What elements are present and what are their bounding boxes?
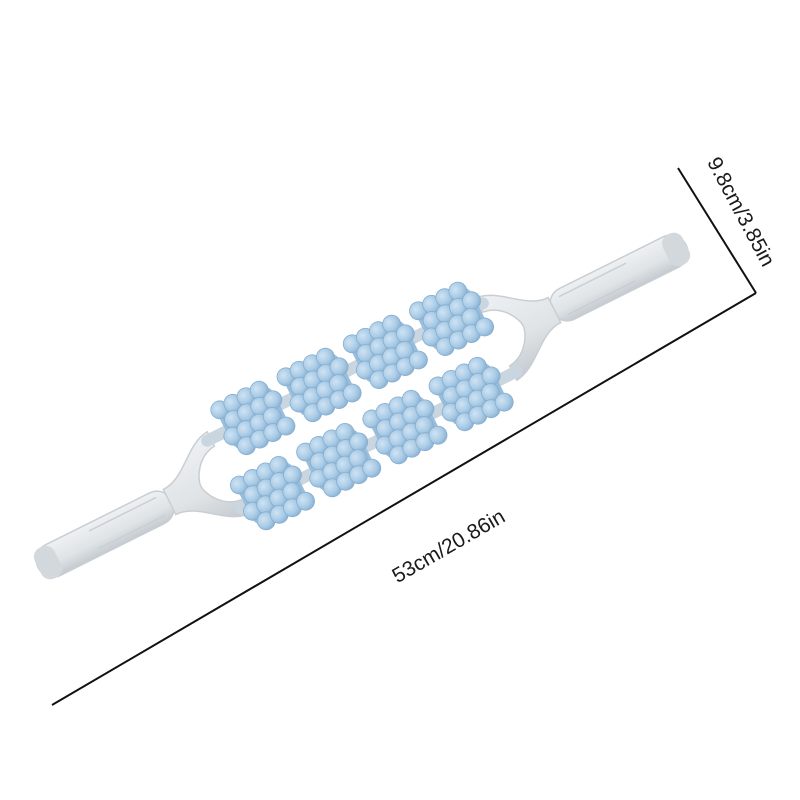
roller-segment [229,455,315,531]
roller-segment [342,314,428,390]
roller-stick [33,232,691,580]
roller-segment [276,347,362,423]
left-fork [162,430,250,518]
roller-segment [362,389,448,465]
right-fork [474,294,562,382]
roller-segment [428,356,514,432]
height-label: 9.8cm/3.85in [702,153,779,270]
height-dimension-line [677,167,757,294]
right-handle [549,232,691,322]
roller-segment [409,281,495,357]
roller-rows [210,281,514,531]
roller-segment [210,380,296,456]
left-handle [33,490,175,580]
length-label: 53cm/20.86in [388,505,509,588]
length-dimension-line [51,292,757,706]
roller-segment [296,422,382,498]
